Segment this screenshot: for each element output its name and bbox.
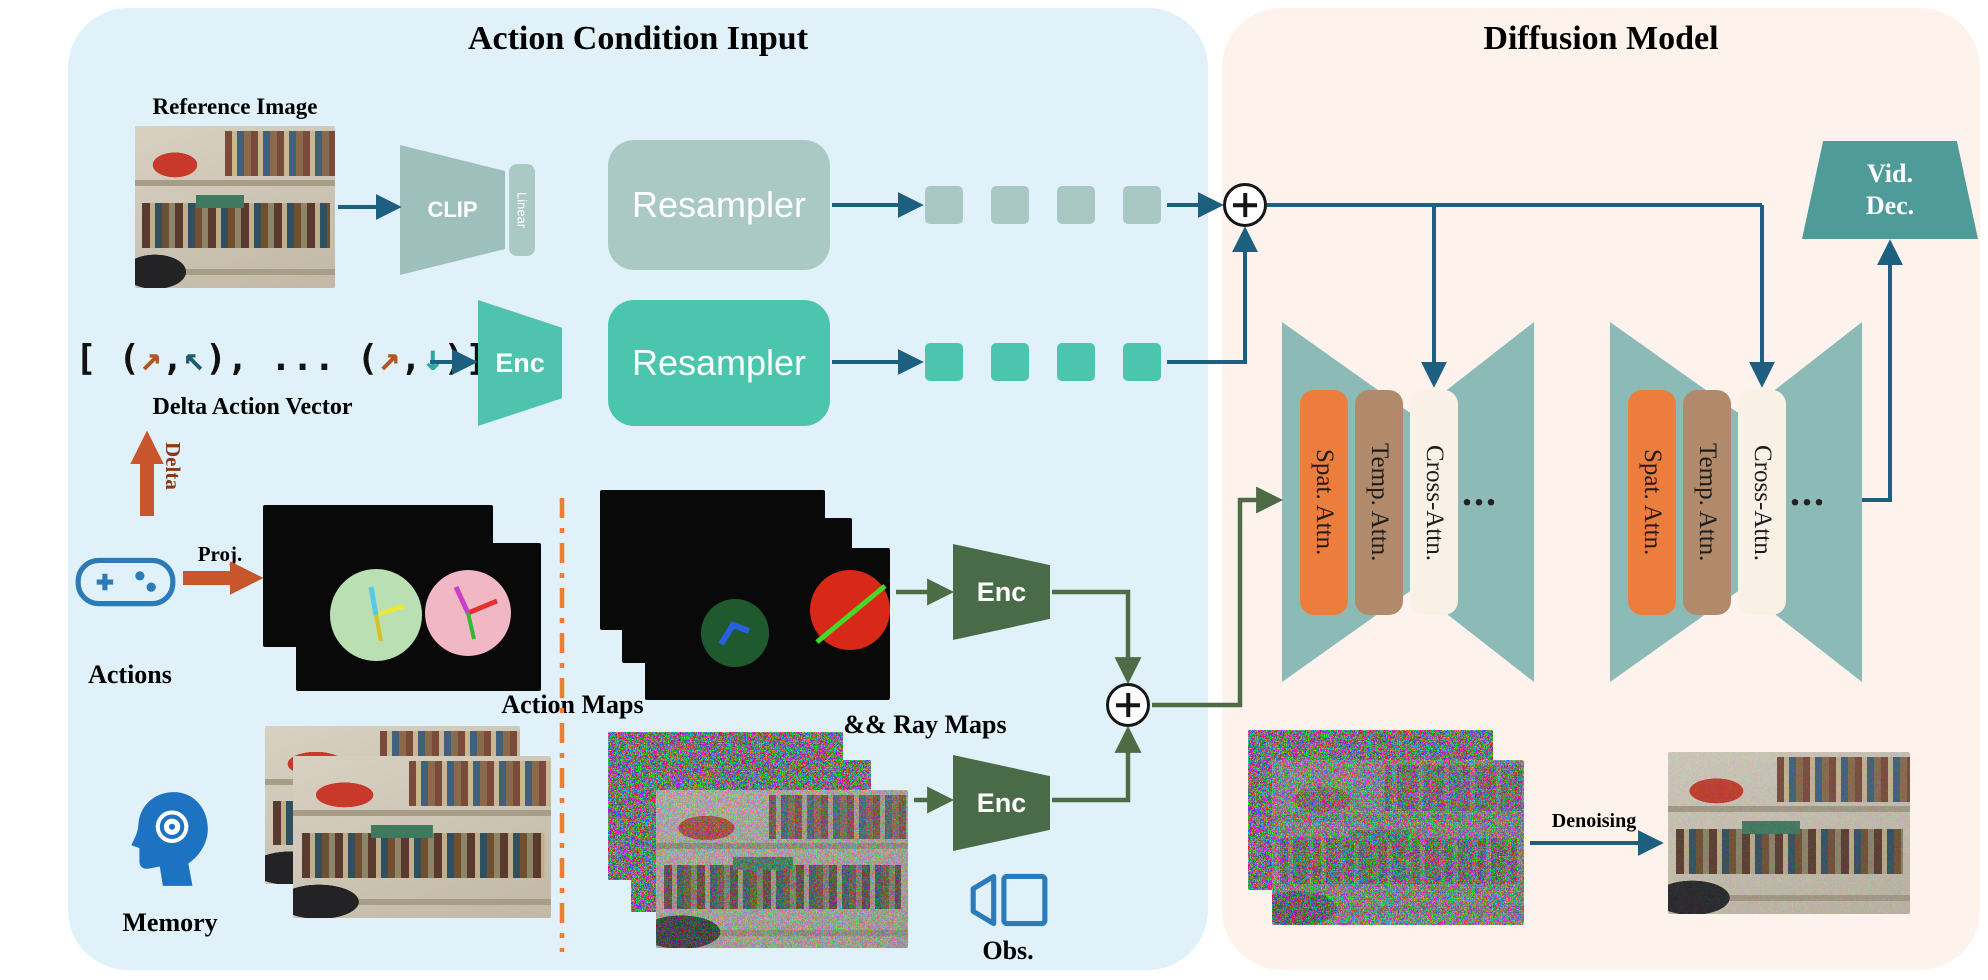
- dv-comma: ,: [161, 337, 184, 379]
- actions-label: Actions: [88, 660, 172, 689]
- unet1-cross-attention: Cross-Attn.: [1410, 390, 1458, 615]
- resampler-image-label: Resampler: [631, 184, 807, 225]
- action-map-discs: [330, 569, 511, 661]
- ray-map-content: [701, 570, 890, 667]
- dv-mid: ), ... (: [205, 337, 379, 379]
- plus-circle-icon-top: [1223, 183, 1267, 227]
- unet2-cross-attention: Cross-Attn.: [1738, 390, 1786, 615]
- memory-label: Memory: [122, 908, 218, 937]
- ray-maps-label: && Ray Maps: [843, 710, 1007, 739]
- ray-map-frame-front: [645, 548, 890, 700]
- action-token: [991, 343, 1029, 381]
- denoising-label: Denoising: [1551, 810, 1637, 832]
- delta-arrow-label: Delta: [161, 442, 185, 490]
- dv-arrow-down-icon: ↓: [421, 337, 444, 379]
- camera-icon: [970, 873, 1048, 927]
- vid-dec-line1: Vid.: [1867, 158, 1913, 188]
- resampler-action: Resampler: [608, 300, 830, 426]
- video-decoder: Vid. Dec.: [1802, 141, 1978, 239]
- delta-action-vector-label: Delta Action Vector: [152, 394, 353, 420]
- resampler-image: Resampler: [608, 140, 830, 270]
- denoised-image: [1668, 752, 1910, 914]
- memory-image-front: [293, 756, 551, 918]
- unet1-spatial-attention: Spat. Attn.: [1300, 390, 1348, 615]
- unet2-spatial-attention: Spat. Attn.: [1628, 390, 1676, 615]
- noise-overlay: [1668, 752, 1910, 914]
- enc-action-label: Enc: [495, 347, 545, 378]
- action-token: [1123, 343, 1161, 381]
- image-token: [1123, 186, 1161, 224]
- clip-encoder: CLIP: [400, 145, 505, 275]
- action-map-frame-front: [296, 543, 541, 691]
- resampler-action-label: Resampler: [631, 342, 807, 383]
- unet2-temporal-attention: Temp. Attn.: [1683, 390, 1731, 615]
- noise-overlay: [656, 790, 908, 948]
- plus-circle-icon-bottom: [1106, 683, 1150, 727]
- left-panel-title: Action Condition Input: [467, 20, 809, 57]
- obs-label: Obs.: [982, 936, 1034, 965]
- noisy-obs-frame-front: [656, 790, 908, 948]
- reference-image-label: Reference Image: [152, 94, 318, 119]
- action-token: [925, 343, 963, 381]
- unet2-ellipsis: ...: [1790, 469, 1826, 514]
- image-token: [991, 186, 1029, 224]
- image-token: [925, 186, 963, 224]
- unet1-temporal-attention: Temp. Attn.: [1355, 390, 1403, 615]
- unet1-ellipsis: ...: [1462, 469, 1498, 514]
- enc-obs-label: Enc: [976, 787, 1027, 818]
- diffusion-noisy-front: [1272, 760, 1524, 925]
- delta-action-vector-expression: [ (↗,↖), ... (↗,↓)]: [75, 332, 487, 384]
- action-maps-label: Action Maps: [501, 690, 644, 719]
- clip-label: CLIP: [427, 197, 478, 222]
- dv-arrow-nw-icon: ↖: [183, 337, 206, 379]
- noise-overlay: [1272, 760, 1524, 925]
- vid-dec-line2: Dec.: [1865, 191, 1915, 220]
- dv-arrow-ne2-icon: ↗: [378, 337, 401, 379]
- dv-open: [ (: [75, 337, 141, 379]
- action-token: [1057, 343, 1095, 381]
- dv-arrow-ne-icon: ↗: [140, 337, 162, 379]
- reference-image: [135, 126, 335, 288]
- dv-comma2: ,: [400, 337, 422, 379]
- proj-arrow-label: Proj.: [197, 542, 243, 566]
- image-token: [1057, 186, 1095, 224]
- right-panel-title: Diffusion Model: [1483, 20, 1719, 57]
- memory-head-icon: [131, 792, 208, 886]
- linear-label: Linear: [514, 191, 530, 229]
- linear-layer: Linear: [509, 164, 535, 256]
- gamepad-icon: [75, 557, 176, 607]
- enc-maps-label: Enc: [976, 576, 1027, 607]
